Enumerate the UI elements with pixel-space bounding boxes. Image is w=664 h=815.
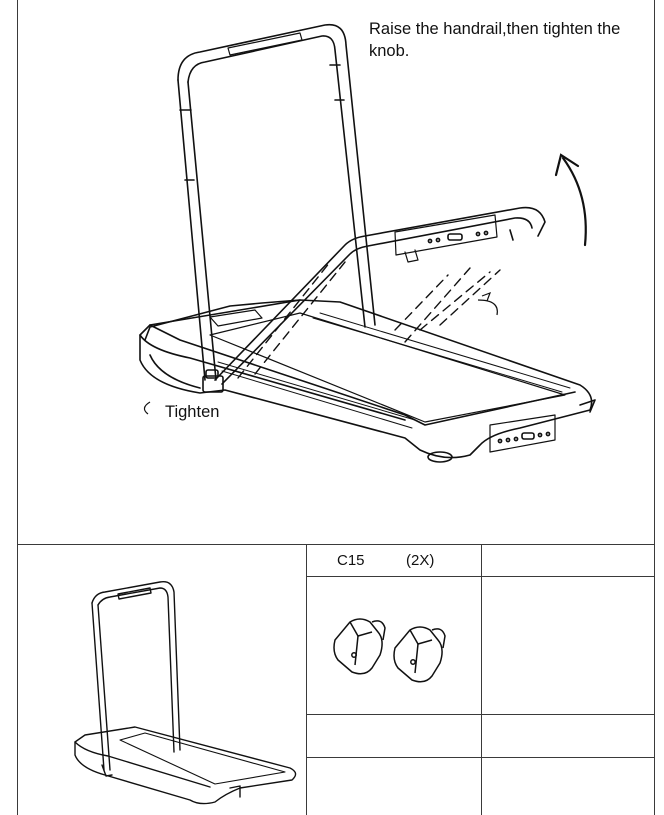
table-col-mid <box>481 544 482 815</box>
frame-left-border <box>17 0 18 815</box>
table-col-left <box>306 544 307 815</box>
curved-up-arrow-icon <box>554 153 587 247</box>
table-row-3 <box>306 757 655 758</box>
table-row-2 <box>306 714 655 715</box>
instruction-text: Raise the handrail,then tighten the knob… <box>369 20 621 60</box>
frame-right-border <box>654 0 655 815</box>
frame-divider <box>17 544 655 545</box>
table-row-1 <box>306 576 655 577</box>
tighten-callout-label: Tighten <box>165 403 220 421</box>
part-code: C15 <box>337 552 365 569</box>
part-quantity: (2X) <box>406 552 435 569</box>
